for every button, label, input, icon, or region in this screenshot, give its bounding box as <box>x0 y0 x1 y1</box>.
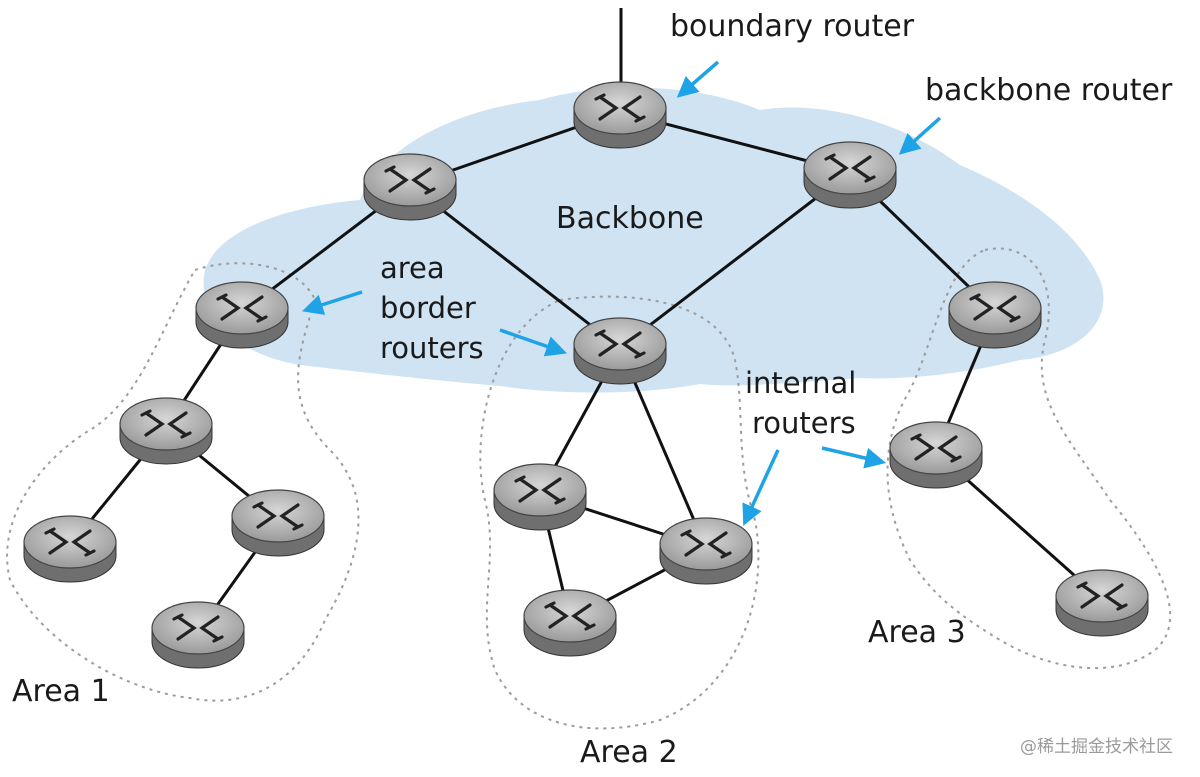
router-area1-internal <box>119 397 213 465</box>
label-internal-routers-line2: routers <box>752 406 856 440</box>
arrow-area-border-1 <box>302 290 363 315</box>
router-icon <box>216 293 268 323</box>
router-icon <box>969 293 1021 323</box>
router-top <box>573 81 667 135</box>
router-area2-right <box>659 517 753 585</box>
router-icon <box>514 475 566 505</box>
label-area-border-routers-line2: border <box>380 291 476 325</box>
router-top <box>151 601 245 655</box>
router-area2-bottom <box>523 589 617 657</box>
label-area-2: Area 2 <box>580 735 678 770</box>
link-right-area2 <box>619 170 851 350</box>
label-area-border-routers-line3: routers <box>380 331 484 365</box>
router-top <box>231 489 325 543</box>
router-icon <box>384 165 436 195</box>
router-top <box>573 317 667 371</box>
arrow-backbone-router <box>898 116 942 155</box>
router-top <box>523 589 617 643</box>
router-area1-bottom <box>151 601 245 669</box>
router-top <box>195 281 289 335</box>
router-icon <box>594 93 646 123</box>
router-top <box>803 141 897 195</box>
router-top <box>23 515 117 569</box>
router-area3-border <box>948 281 1042 349</box>
router-area1-right <box>231 489 325 557</box>
router-icon <box>544 601 596 631</box>
arrow-internal-1 <box>742 449 780 526</box>
label-backbone: Backbone <box>556 201 704 236</box>
router-icon <box>594 329 646 359</box>
arrow-internal-2 <box>821 446 887 469</box>
router-top <box>659 517 753 571</box>
router-icon <box>824 153 876 183</box>
label-backbone-router: backbone router <box>925 73 1173 108</box>
label-internal-routers-line1: internal <box>745 366 856 400</box>
area-1-outline <box>6 262 360 702</box>
area-2-outline <box>479 295 760 730</box>
label-area-border-routers-line1: area <box>380 251 445 285</box>
router-top <box>1055 569 1149 623</box>
annotation-arrows <box>302 60 942 526</box>
router-boundary <box>573 81 667 149</box>
router-top <box>493 463 587 517</box>
arrow-boundary-router <box>676 60 720 98</box>
router-icon <box>1076 581 1128 611</box>
router-icon <box>680 529 732 559</box>
label-area-1: Area 1 <box>12 674 110 709</box>
router-top <box>948 281 1042 335</box>
router-icon <box>140 409 192 439</box>
router-icon <box>172 613 224 643</box>
router-backbone-right <box>803 141 897 209</box>
router-area1-border <box>195 281 289 349</box>
link-left-area2 <box>409 183 621 350</box>
router-area3-internal <box>889 421 983 489</box>
router-top <box>119 397 213 451</box>
arrow-area-border-2 <box>499 328 567 357</box>
routers <box>23 81 1149 669</box>
router-area2-left <box>493 463 587 531</box>
router-icon <box>252 501 304 531</box>
router-area1-left <box>23 515 117 583</box>
router-backbone-left <box>363 153 457 221</box>
watermark: @稀土掘金技术社区 <box>1020 737 1173 757</box>
router-icon <box>910 433 962 463</box>
label-boundary-router: boundary router <box>670 9 915 44</box>
router-top <box>363 153 457 207</box>
label-area-3: Area 3 <box>868 615 966 650</box>
router-area3-bottom <box>1055 569 1149 637</box>
router-top <box>889 421 983 475</box>
router-icon <box>44 527 96 557</box>
router-area2-border <box>573 317 667 385</box>
labels: boundary router backbone router Backbone… <box>12 9 1173 770</box>
